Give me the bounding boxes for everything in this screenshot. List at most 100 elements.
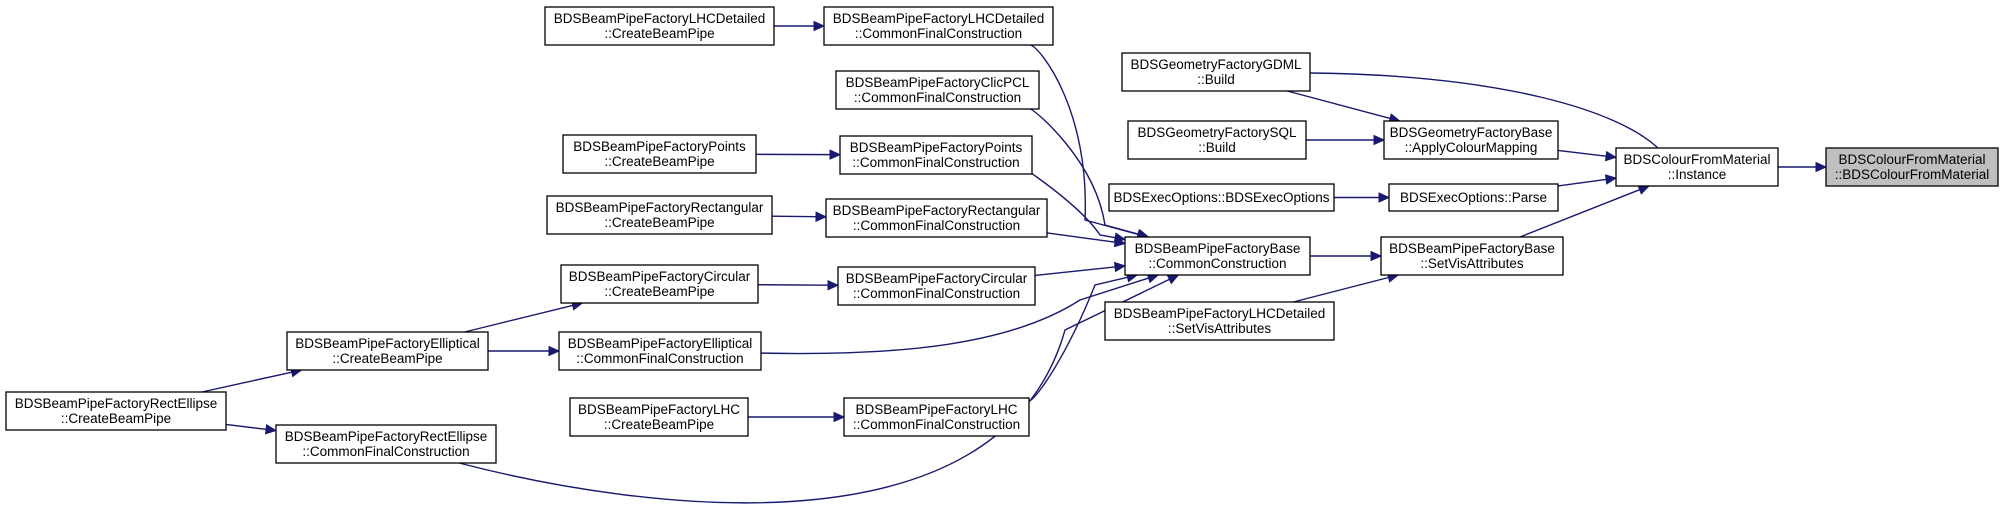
node-label: ::CommonConstruction (1148, 256, 1286, 271)
node-label: BDSBeamPipeFactoryBase (1135, 241, 1301, 256)
node-box[interactable] (837, 266, 1036, 306)
edge-gdml-to-instance (1309, 72, 1666, 153)
node-label: BDSBeamPipeFactoryCircular (846, 271, 1028, 286)
node-box[interactable] (546, 195, 773, 235)
node-sql[interactable]: BDSGeometryFactorySQL::Build (1127, 120, 1307, 160)
arrowhead-gfb_apply (1373, 134, 1386, 146)
edge-circ_cbp-to-circ_cfc (757, 284, 829, 286)
edge-rect_cfc-to-bpfb_cc (1046, 232, 1116, 243)
node-label: BDSBeamPipeFactoryElliptical (295, 336, 480, 351)
arrowhead-rectell_cfc (264, 424, 278, 435)
node-points_cfc[interactable]: BDSBeamPipeFactoryPoints::CommonFinalCon… (839, 135, 1033, 175)
edge-ell_cbp-to-circ_cbp (464, 304, 573, 333)
edge-exec_parse-to-instance (1557, 178, 1607, 187)
node-box[interactable] (839, 135, 1033, 175)
node-box[interactable] (1380, 236, 1564, 276)
node-label: ::ApplyColourMapping (1405, 140, 1538, 155)
node-lhc_cfc[interactable]: BDSBeamPipeFactoryLHC::CommonFinalConstr… (843, 397, 1030, 437)
node-box[interactable] (544, 6, 775, 46)
node-box[interactable] (1104, 301, 1335, 341)
node-label: BDSExecOptions::Parse (1400, 190, 1547, 205)
arrowhead-circ_cfc (827, 279, 840, 291)
edge-lhc_cfc-to-bpfb_cc (1028, 276, 1128, 402)
arrowhead-target (1815, 161, 1828, 173)
node-gdml[interactable]: BDSGeometryFactoryGDML::Build (1121, 52, 1311, 92)
node-label: ::CreateBeamPipe (604, 26, 714, 41)
node-ell_cfc[interactable]: BDSBeamPipeFactoryElliptical::CommonFina… (558, 331, 762, 371)
edge-points_cfc-to-bpfb_cc (1031, 172, 1116, 239)
node-label: ::SetVisAttributes (1420, 256, 1524, 271)
node-label: BDSBeamPipeFactoryLHC (855, 402, 1017, 417)
node-lhcd_cfc[interactable]: BDSBeamPipeFactoryLHCDetailed::CommonFin… (823, 6, 1054, 46)
node-box[interactable] (1615, 147, 1779, 187)
node-exec_ctor[interactable]: BDSExecOptions::BDSExecOptions (1108, 183, 1335, 212)
node-label: BDSBeamPipeFactoryRectangular (833, 203, 1041, 218)
arrowhead-bpfb_cc (1166, 274, 1180, 285)
node-box[interactable] (1825, 147, 1999, 187)
edge-rectell_cfc-to-bpfb_cc (458, 278, 1170, 504)
node-label: ::Instance (1668, 167, 1727, 182)
arrowhead-lhcd_cfc (813, 20, 826, 32)
node-lhcd_setvis[interactable]: BDSBeamPipeFactoryLHCDetailed::SetVisAtt… (1104, 301, 1335, 341)
node-label: BDSColourFromMaterial (1623, 152, 1770, 167)
node-label: ::CreateBeamPipe (604, 154, 714, 169)
node-label: BDSBeamPipeFactoryRectangular (556, 200, 764, 215)
node-box[interactable] (835, 70, 1040, 110)
node-label: BDSColourFromMaterial (1838, 152, 1985, 167)
edge-circ_cfc-to-bpfb_cc (1034, 266, 1116, 277)
node-lhc_cbp[interactable]: BDSBeamPipeFactoryLHC::CreateBeamPipe (569, 397, 749, 437)
node-label: ::CreateBeamPipe (604, 215, 714, 230)
arrowhead-points_cfc (829, 149, 842, 160)
edge-rectell_cbp-to-rectell_cfc (225, 423, 267, 431)
node-lhcd_cbp[interactable]: BDSBeamPipeFactoryLHCDetailed::CreateBea… (544, 6, 775, 46)
edges-layer (201, 20, 1828, 504)
node-circ_cbp[interactable]: BDSBeamPipeFactoryCircular::CreateBeamPi… (560, 264, 759, 304)
node-box[interactable] (1388, 183, 1559, 212)
node-box[interactable] (823, 6, 1054, 46)
node-label: BDSBeamPipeFactoryPoints (850, 140, 1023, 155)
node-rect_cbp[interactable]: BDSBeamPipeFactoryRectangular::CreateBea… (546, 195, 773, 235)
node-box[interactable] (562, 134, 757, 174)
node-label: ::CommonFinalConstruction (302, 444, 469, 459)
node-rect_cfc[interactable]: BDSBeamPipeFactoryRectangular::CommonFin… (825, 198, 1048, 238)
node-bpfb_setvis[interactable]: BDSBeamPipeFactoryBase::SetVisAttributes (1380, 236, 1564, 276)
arrowhead-bpfb_setvis (1370, 250, 1383, 262)
node-clic_cfc[interactable]: BDSBeamPipeFactoryClicPCL::CommonFinalCo… (835, 70, 1040, 110)
node-box[interactable] (1124, 236, 1311, 276)
node-box[interactable] (1383, 120, 1559, 160)
node-box[interactable] (560, 264, 759, 304)
node-box[interactable] (825, 198, 1048, 238)
node-box[interactable] (1127, 120, 1307, 160)
arrowhead-bpfb_cc (1113, 261, 1127, 273)
node-box[interactable] (1108, 183, 1335, 212)
node-box[interactable] (5, 391, 227, 431)
node-box[interactable] (286, 331, 489, 371)
node-label: BDSBeamPipeFactoryRectEllipse (15, 396, 218, 411)
node-label: BDSBeamPipeFactoryCircular (569, 269, 751, 284)
node-label: BDSExecOptions::BDSExecOptions (1113, 190, 1329, 205)
arrowhead-instance (1604, 174, 1618, 185)
node-box[interactable] (275, 424, 497, 464)
node-exec_parse[interactable]: BDSExecOptions::Parse (1388, 183, 1559, 212)
node-points_cbp[interactable]: BDSBeamPipeFactoryPoints::CreateBeamPipe (562, 134, 757, 174)
node-bpfb_cc[interactable]: BDSBeamPipeFactoryBase::CommonConstructi… (1124, 236, 1311, 276)
node-rectell_cbp[interactable]: BDSBeamPipeFactoryRectEllipse::CreateBea… (5, 391, 227, 431)
node-ell_cbp[interactable]: BDSBeamPipeFactoryElliptical::CreateBeam… (286, 331, 489, 371)
node-rectell_cfc[interactable]: BDSBeamPipeFactoryRectEllipse::CommonFin… (275, 424, 497, 464)
edge-rectell_cbp-to-ell_cbp (201, 371, 292, 393)
node-label: BDSGeometryFactorySQL (1137, 125, 1297, 140)
edge-clic_cfc-to-bpfb_cc (1029, 108, 1140, 236)
node-box[interactable] (569, 397, 749, 437)
node-box[interactable] (558, 331, 762, 371)
node-box[interactable] (1121, 52, 1311, 92)
arrowhead-ell_cfc (548, 345, 561, 357)
node-instance[interactable]: BDSColourFromMaterial::Instance (1615, 147, 1779, 187)
node-gfb_apply[interactable]: BDSGeometryFactoryBase::ApplyColourMappi… (1383, 120, 1559, 160)
node-box[interactable] (843, 397, 1030, 437)
node-label: BDSBeamPipeFactoryPoints (573, 139, 746, 154)
node-label: ::CreateBeamPipe (61, 411, 171, 426)
node-circ_cfc[interactable]: BDSBeamPipeFactoryCircular::CommonFinalC… (837, 266, 1036, 306)
node-label: ::Build (1197, 72, 1235, 87)
edge-bpfb_setvis-to-instance (1519, 189, 1640, 238)
node-target[interactable]: BDSColourFromMaterial::BDSColourFromMate… (1825, 147, 1999, 187)
